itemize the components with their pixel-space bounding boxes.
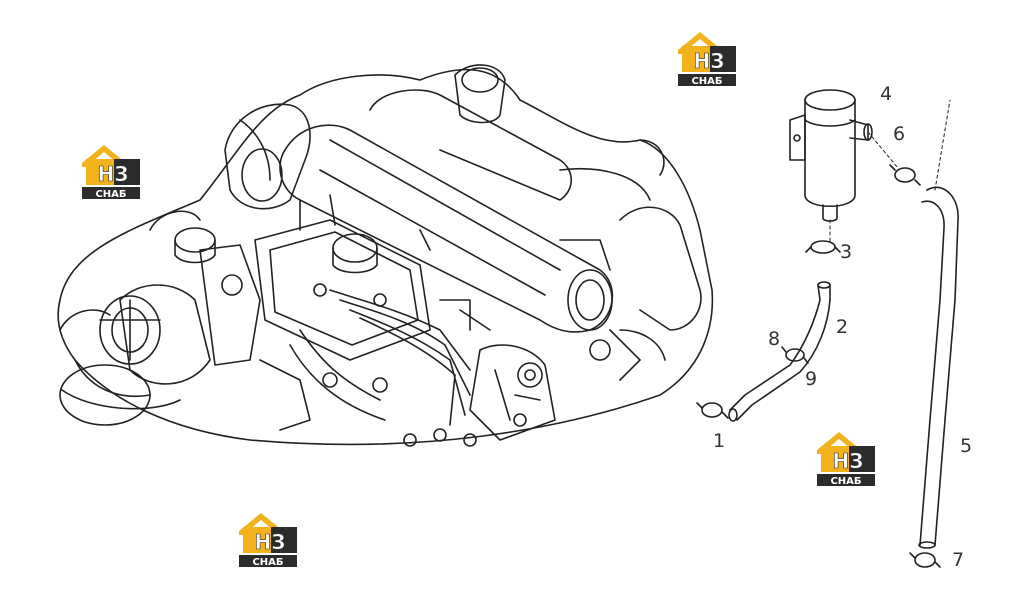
logo-tile-gold: [243, 527, 271, 553]
logo-tile-dark: [849, 446, 875, 472]
clamp-6: [889, 164, 921, 186]
logo-tile-dark: [271, 527, 297, 553]
hose-2: [728, 281, 831, 422]
watermark-logo: НЗ СНАБ: [235, 509, 301, 569]
callout-labels: 1 2 3 4 5 6 7 8 9: [713, 83, 972, 571]
logo-mark: НЗ: [833, 449, 864, 473]
logo-caption-plate: [82, 187, 140, 199]
logo-caption-plate: [239, 555, 297, 567]
logo-caption: СНАБ: [95, 189, 126, 200]
logo-caption-plate: [678, 74, 736, 86]
logo-tile-dark: [114, 159, 140, 185]
charge-air-pipe: [279, 124, 614, 333]
callout-3: 3: [840, 241, 852, 263]
engine-assembly: [57, 64, 714, 447]
logo-tile-dark: [710, 46, 736, 72]
logo-tile-gold: [682, 46, 710, 72]
callout-8: 8: [768, 328, 780, 350]
callout-4: 4: [880, 83, 892, 105]
clamp-1: [696, 402, 729, 419]
logo-caption: СНАБ: [252, 557, 283, 568]
oil-separator-canister: [789, 89, 873, 222]
snab-logo-icon: НЗ СНАБ: [239, 513, 297, 568]
callout-1: 1: [713, 430, 725, 452]
watermark-logo: НЗ СНАБ: [813, 428, 879, 488]
snab-logo-icon: НЗ СНАБ: [82, 145, 140, 200]
logo-caption: СНАБ: [830, 476, 861, 487]
valve-cover: [254, 219, 431, 361]
logo-mark: НЗ: [694, 49, 725, 73]
logo-tile-gold: [821, 446, 849, 472]
callout-5: 5: [960, 435, 972, 457]
clamp-7: [909, 552, 941, 568]
clamp-3: [805, 240, 841, 254]
snab-logo-icon: НЗ СНАБ: [817, 432, 875, 487]
watermark-logo: НЗ СНАБ: [674, 28, 740, 88]
engine-outline: [57, 68, 714, 446]
logo-mark: НЗ: [98, 162, 129, 186]
callout-7: 7: [952, 549, 964, 571]
logo-tile-gold: [86, 159, 114, 185]
hose-5: [918, 186, 959, 549]
logo-caption-plate: [817, 474, 875, 486]
callout-9: 9: [805, 368, 817, 390]
logo-mark: НЗ: [255, 530, 286, 554]
clamp-8-9: [781, 346, 809, 364]
callout-2: 2: [836, 316, 848, 338]
breather-parts: [696, 89, 959, 568]
logo-caption: СНАБ: [691, 76, 722, 87]
snab-logo-icon: НЗ СНАБ: [678, 32, 736, 87]
watermark-logo: НЗ СНАБ: [78, 141, 144, 201]
callout-6: 6: [893, 123, 905, 145]
